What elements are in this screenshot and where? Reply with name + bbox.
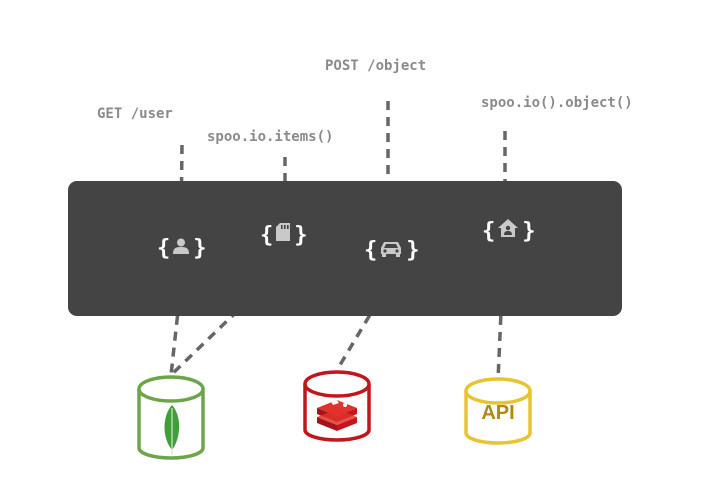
close-brace: } [193,236,206,261]
car-icon [379,238,403,263]
node-car: { } [364,238,420,263]
connector-items-to-mongodb [169,264,286,377]
home-icon [497,218,519,244]
service-panel [68,181,622,316]
open-brace: { [482,218,495,244]
label-object-call: spoo.io().object() [481,95,633,111]
user-icon [172,236,190,261]
open-brace: { [364,238,377,263]
close-brace: } [522,218,535,244]
node-items: { } [260,222,308,248]
label-items: spoo.io.items() [207,129,334,145]
redis-cubes-icon [317,400,357,431]
label-post-object: POST /object [325,58,427,74]
label-get-user: GET /user [97,106,173,122]
mongodb-database [137,375,205,460]
open-brace: { [157,236,170,261]
close-brace: } [294,222,307,248]
node-home: { } [482,218,536,244]
close-brace: } [406,238,419,263]
api-database [464,377,532,445]
leaf-icon [164,405,180,455]
sd-card-icon [275,222,291,248]
redis-database [303,370,371,442]
open-brace: { [260,222,273,248]
node-user: { } [157,236,207,261]
api-label: API [481,402,515,424]
